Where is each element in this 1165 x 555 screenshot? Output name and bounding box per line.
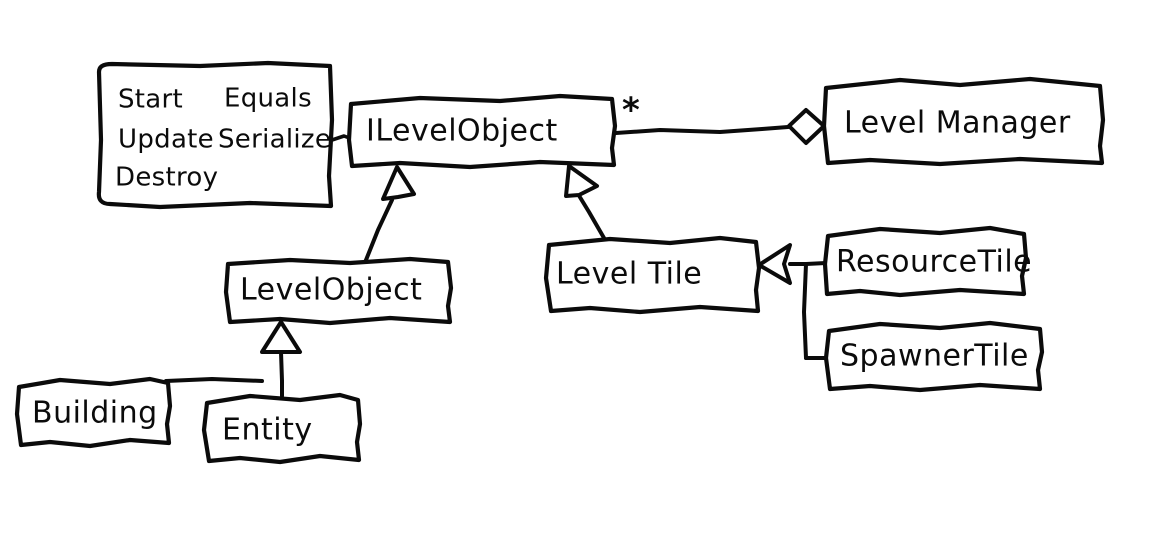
methods-note-serialize: Serialize [218, 125, 331, 155]
ilevelobject-box [346, 93, 618, 170]
methods-note-box [96, 60, 335, 210]
aggregation-diamond-icon [787, 108, 826, 145]
edge-levelobject-to-ilevelobject [360, 198, 394, 272]
methods-note-start: Start [118, 85, 183, 115]
edge-resourcetile-to-bus [804, 261, 828, 266]
edge-building-to-bus [164, 377, 264, 383]
leveltile-box [543, 235, 762, 315]
spawnertile-label: SpawnerTile [840, 339, 1029, 374]
levelobject-label: LevelObject [240, 273, 422, 308]
levelmanager-box [821, 76, 1106, 167]
multiplicity-star-label: * [622, 91, 640, 131]
building-label: Building [32, 396, 158, 431]
ilevelobject-label: ILevelObject [366, 114, 558, 149]
methods-note-update: Update [118, 125, 214, 155]
spawnertile-box [823, 320, 1045, 393]
leveltile-label: Level Tile [556, 257, 702, 292]
building-box [14, 376, 173, 449]
levelobject-box [223, 256, 454, 326]
inheritance-triangle-icon-leveltile-right [757, 243, 792, 285]
entity-box [201, 392, 363, 465]
edge-bus-to-levelobject [279, 350, 284, 383]
entity-label: Entity [222, 413, 313, 448]
resourcetile-label: ResourceTile [836, 245, 1032, 280]
resourcetile-box [822, 225, 1029, 298]
inheritance-triangle-icon-levelobject-bottom [260, 320, 302, 354]
edge-tile-bus-vertical [802, 262, 808, 360]
inheritance-triangle-icon-leveltile [564, 164, 599, 198]
levelmanager-label: Level Manager [844, 106, 1071, 141]
inheritance-triangle-icon-levelobject [381, 165, 416, 201]
methods-note-destroy: Destroy [115, 163, 218, 193]
edge-leveltile-to-ilevelobject [576, 192, 606, 240]
methods-note-equals: Equals [224, 84, 312, 114]
edge-aggregation-line [614, 125, 790, 135]
